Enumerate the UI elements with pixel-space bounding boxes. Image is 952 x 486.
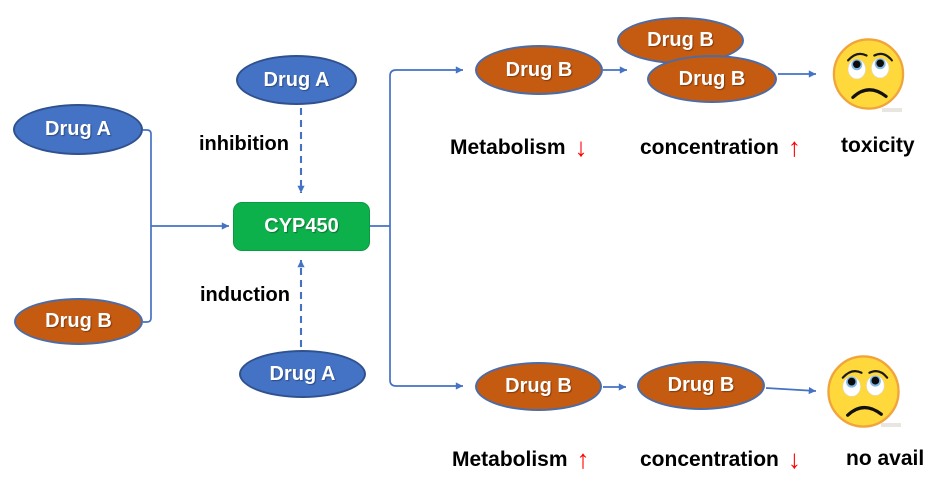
node-drug-b-top-1: Drug B	[475, 45, 603, 95]
node-drug-a-source: Drug A	[13, 104, 143, 155]
label-metabolism-text: Metabolism	[452, 448, 568, 471]
label-induction: induction	[200, 284, 290, 306]
node-drug-a-inhibitor: Drug A	[236, 55, 357, 105]
label-concentration-text: concentration	[640, 448, 779, 471]
label-concentration-text: concentration	[640, 136, 779, 159]
up-arrow-icon: ↑	[787, 132, 801, 162]
node-drug-b-bottom-2: Drug B	[637, 361, 765, 410]
label-inhibition: inhibition	[199, 133, 289, 155]
node-drug-b-source: Drug B	[14, 298, 143, 345]
node-cyp450-enzyme: CYP450	[233, 202, 370, 251]
sad-face-icon	[827, 355, 900, 428]
up-arrow-icon: ↑	[576, 444, 590, 474]
label-metabolism-increased: Metabolism ↑	[452, 444, 590, 474]
down-arrow-icon: ↓	[787, 444, 801, 474]
sad-face-icon	[832, 38, 905, 110]
label-metabolism-text: Metabolism	[450, 136, 566, 159]
label-metabolism-decreased: Metabolism ↓	[450, 132, 588, 162]
watermark	[881, 423, 901, 427]
watermark	[882, 108, 902, 112]
label-no-avail: no avail	[846, 447, 925, 470]
label-concentration-increased: concentration ↑	[640, 132, 801, 162]
label-toxicity: toxicity	[841, 134, 915, 157]
down-arrow-icon: ↓	[574, 132, 588, 162]
label-concentration-decreased: concentration ↓	[640, 444, 801, 474]
node-drug-b-accumulated-front: Drug B	[647, 55, 777, 103]
node-drug-b-bottom-1: Drug B	[475, 362, 602, 411]
node-drug-a-inducer: Drug A	[239, 350, 366, 398]
